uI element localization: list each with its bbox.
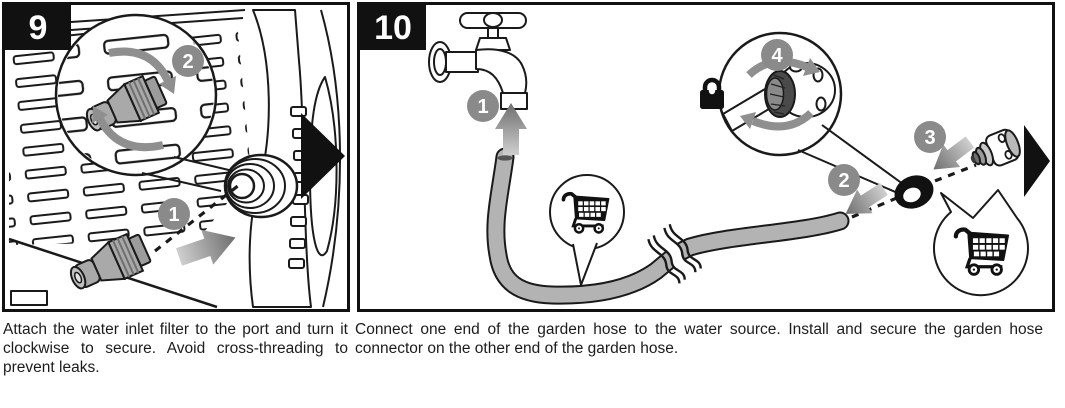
step-9-caption: Attach the water inlet filter to the por…	[3, 321, 348, 376]
magnifier-circle-connector: 4	[717, 31, 908, 195]
garden-hose-connector	[970, 128, 1021, 167]
step-number-badge: 9	[5, 5, 71, 50]
callout-1-badge: 1	[158, 198, 190, 230]
svg-text:1: 1	[477, 96, 488, 118]
step-9-illustration: 2 1 9	[5, 5, 345, 309]
callout-4-badge: 4	[761, 39, 793, 71]
figure-panels: 2 1 9	[2, 2, 1055, 312]
purchase-note-bubble	[933, 189, 1029, 297]
step-number-badge: 10	[360, 5, 426, 50]
svg-text:9: 9	[29, 9, 48, 47]
lock-icon	[700, 77, 724, 109]
svg-text:4: 4	[771, 45, 783, 67]
callout-2-badge: 2	[828, 164, 860, 196]
figure-captions: Attach the water inlet filter to the por…	[0, 312, 1065, 377]
next-step-arrow-icon	[301, 113, 345, 199]
connect-arrow-icon	[495, 103, 527, 155]
svg-text:10: 10	[374, 9, 412, 47]
svg-text:2: 2	[182, 51, 193, 73]
faucet	[428, 12, 528, 110]
callout-1-badge: 1	[467, 90, 499, 122]
hose-washer	[894, 175, 934, 209]
step-10-panel: 1	[357, 2, 1055, 312]
step-10-caption: Connect one end of the garden hose to th…	[355, 321, 1043, 357]
next-step-arrow-icon	[1024, 125, 1050, 197]
hose-break-marks	[647, 223, 702, 284]
magnifier-circle: 2	[54, 13, 234, 192]
alignment-dashed-line	[154, 183, 240, 253]
svg-text:2: 2	[838, 170, 849, 192]
alignment-dashed-line	[921, 163, 977, 188]
water-inlet-port	[223, 153, 299, 219]
svg-text:1: 1	[168, 204, 179, 226]
svg-text:3: 3	[924, 127, 935, 149]
step-9-panel: 2 1 9	[2, 2, 350, 312]
purchase-note-bubble	[549, 174, 625, 286]
callout-2-badge: 2	[172, 45, 204, 77]
rotate-arrow-icon	[92, 47, 176, 152]
callout-3-badge: 3	[914, 121, 946, 153]
garden-hose	[496, 155, 840, 295]
step-10-illustration: 1	[360, 5, 1050, 309]
